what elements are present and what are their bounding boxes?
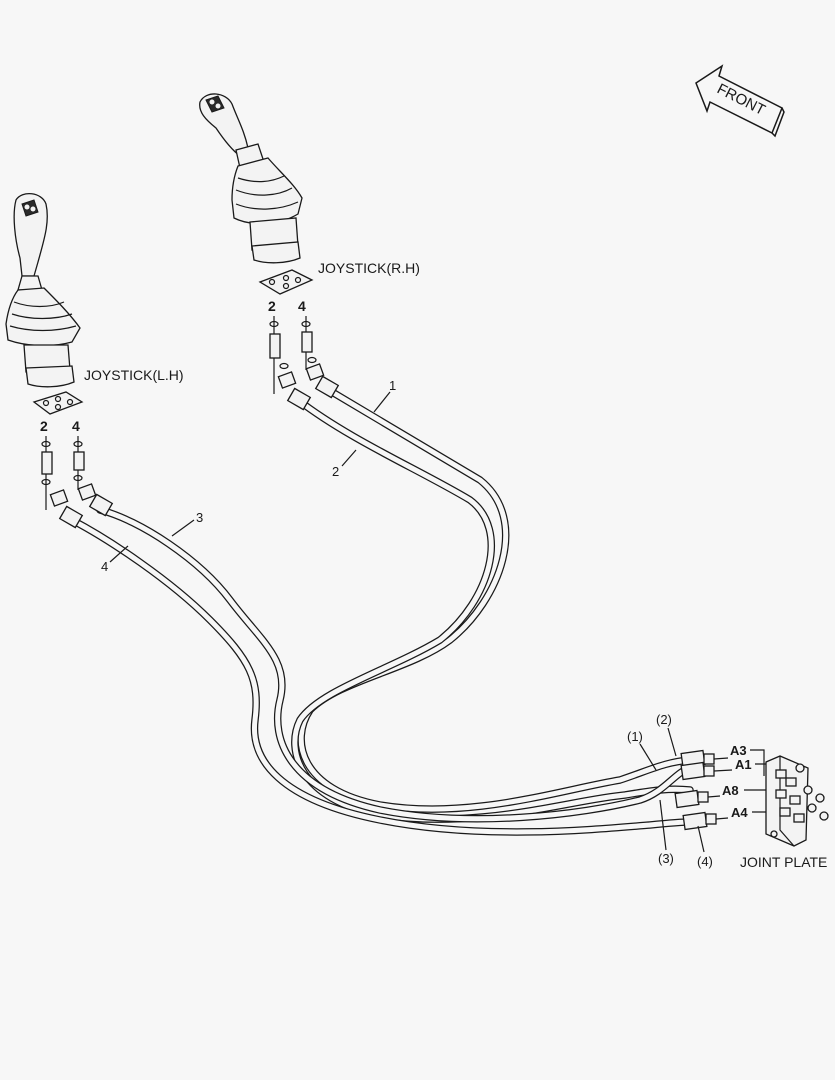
hose-2-callout: 2 [332, 464, 339, 479]
joint-plate-label: JOINT PLATE [740, 854, 827, 870]
fitting-left-a [41, 451, 53, 475]
part-number-right-4: 4 [298, 298, 306, 314]
part-number-left-2: 2 [40, 418, 48, 434]
part-number-right-2: 2 [268, 298, 276, 314]
fitting-right-a [269, 333, 281, 359]
gasket-left [32, 391, 84, 415]
fitting-right-b [301, 331, 313, 353]
joint-ref-3: (3) [658, 851, 674, 866]
part-number-left-4: 4 [72, 418, 80, 434]
port-a8: A8 [722, 783, 739, 798]
port-a4: A4 [731, 805, 748, 820]
fitting-left-b [73, 451, 85, 471]
hose-3-callout: 3 [196, 510, 203, 525]
joint-ref-1: (1) [627, 729, 643, 744]
joystick-right: JOYSTICK(R.H) 2 4 1 2 [199, 93, 420, 479]
hose-1-callout: 1 [389, 378, 396, 393]
hose-1 [297, 382, 694, 813]
hose-2 [291, 396, 694, 823]
joystick-left: JOYSTICK(L.H) 2 4 3 4 [5, 193, 203, 574]
port-a3: A3 [730, 743, 747, 758]
port-a1: A1 [735, 757, 752, 772]
joint-ref-2: (2) [656, 712, 672, 727]
joint-plate-assembly: A3 A1 A8 A4 (1) (2) (3) (4) JOINT PLATE [627, 712, 829, 870]
joint-ref-4: (4) [697, 854, 713, 869]
hose-bundle [68, 382, 694, 836]
joystick-right-label: JOYSTICK(R.H) [318, 260, 420, 276]
hose-4-callout: 4 [101, 559, 108, 574]
front-arrow: FRONT [695, 64, 785, 138]
joystick-left-label: JOYSTICK(L.H) [84, 367, 184, 383]
gasket-right [258, 269, 314, 295]
